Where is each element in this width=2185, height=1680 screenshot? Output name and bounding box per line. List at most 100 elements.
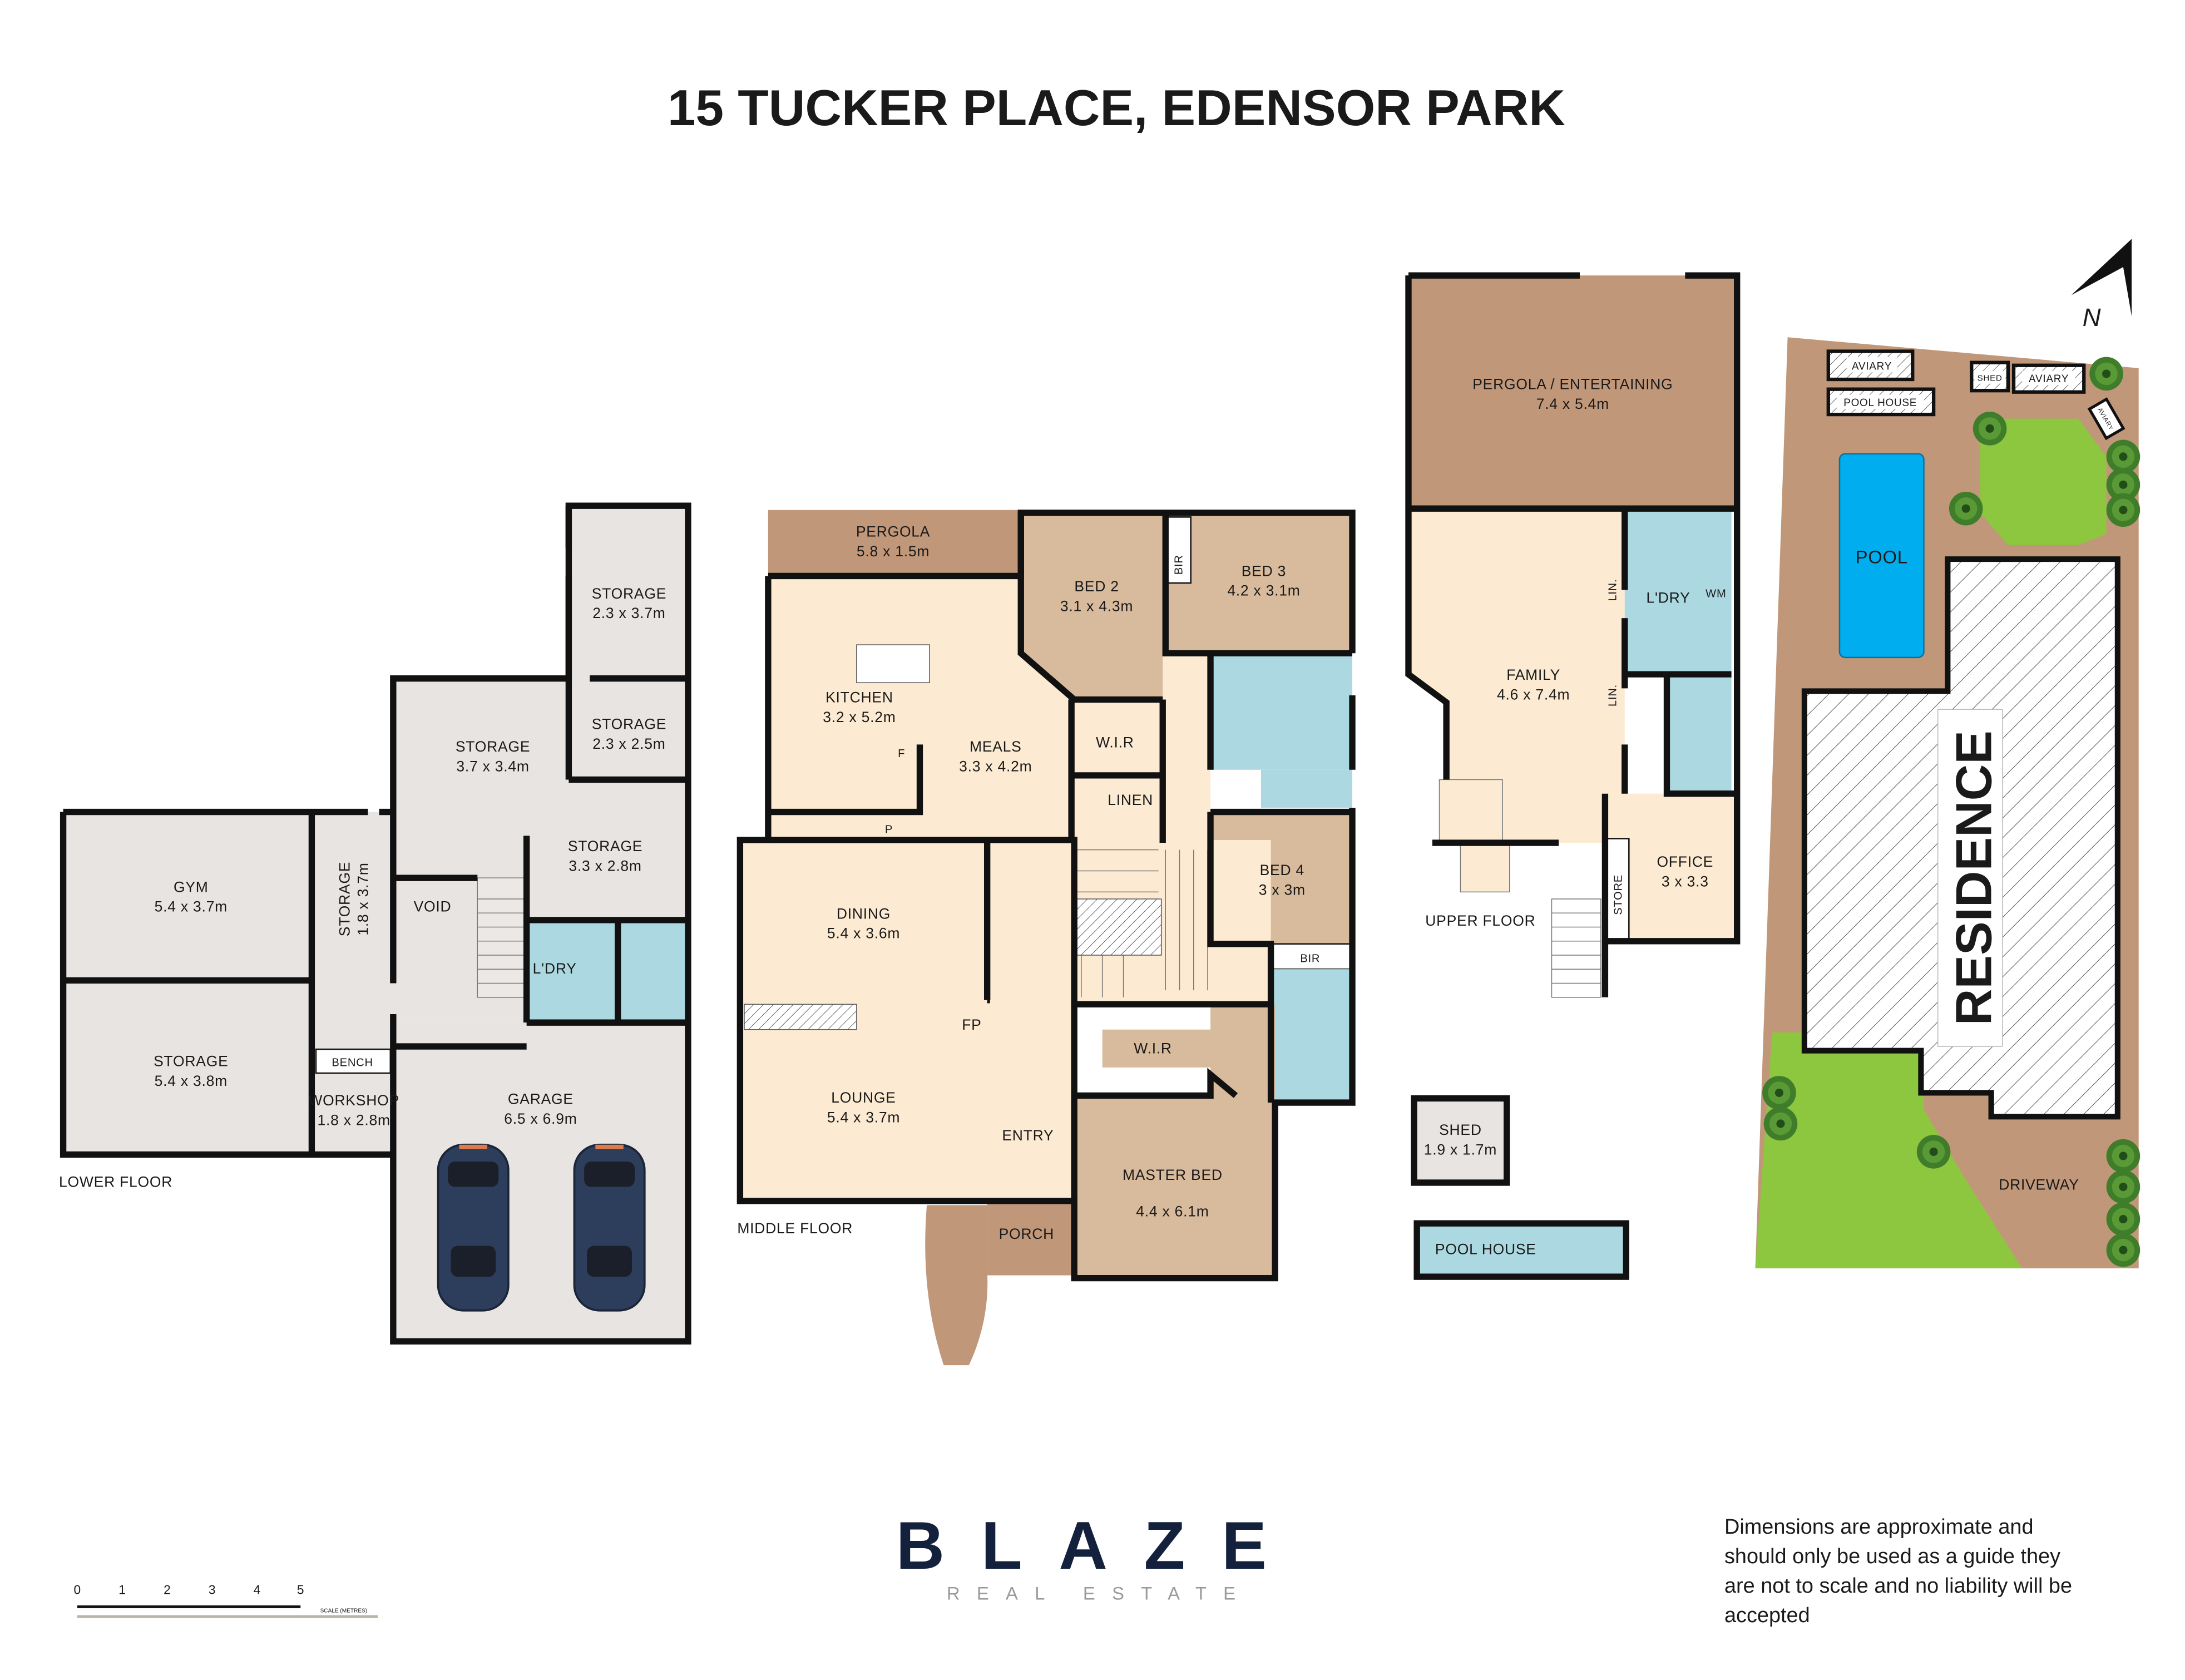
room-name: LOUNGE xyxy=(831,1089,896,1106)
room-name: STORAGE xyxy=(568,838,642,854)
room-dims: 3.3 x 2.8m xyxy=(569,858,641,874)
washing-machine-label: WM xyxy=(1706,587,1726,600)
bir-bed-4 xyxy=(1270,943,1353,970)
scale-tick: 2 xyxy=(164,1583,171,1597)
residence-label: RESIDENCE xyxy=(1946,730,2003,1025)
pool-house-plan xyxy=(1413,1220,1629,1280)
outbuildings: SHED 1.9 x 1.7m POOL HOUSE xyxy=(1411,1095,1629,1280)
room-dims: 1.8 x 3.7m xyxy=(354,862,371,935)
scale-label: SCALE (METRES) xyxy=(320,1608,368,1614)
pool-label: POOL xyxy=(1856,547,1908,567)
room-lounge xyxy=(740,1000,990,1201)
room-pergola-entertaining xyxy=(1408,275,1737,509)
room-storage-tall xyxy=(569,506,688,780)
room-name: MASTER BED xyxy=(1123,1167,1223,1183)
bir-label: BIR xyxy=(1173,555,1185,575)
middle-stairs xyxy=(1074,849,1208,997)
room-dims: 6.5 x 6.9m xyxy=(504,1110,577,1127)
room-storage-3-3 xyxy=(526,779,688,920)
disclaimer-line: Dimensions are approximate and xyxy=(1724,1515,2034,1539)
room-dims: 2.3 x 3.7m xyxy=(592,605,665,621)
room-name: BED 3 xyxy=(1242,562,1286,579)
disclaimer-line: accepted xyxy=(1724,1604,1810,1627)
scale-tick: 3 xyxy=(209,1583,216,1597)
tree-icon xyxy=(1973,412,2007,446)
room-dims: 1.9 x 1.7m xyxy=(1424,1141,1497,1158)
shed-plan xyxy=(1411,1095,1510,1186)
room-name: OFFICE xyxy=(1657,853,1713,870)
room-name: WORKSHOP xyxy=(308,1092,399,1109)
disclaimer-line: are not to scale and no liability will b… xyxy=(1724,1574,2072,1598)
disclaimer: Dimensions are approximate and should on… xyxy=(1724,1515,2072,1627)
hallway-upper xyxy=(1163,653,1211,843)
scale-tick: 5 xyxy=(297,1583,304,1597)
room-family xyxy=(1408,508,1625,843)
room-name: POOL HOUSE xyxy=(1435,1241,1536,1258)
lounge-step xyxy=(744,1004,857,1030)
room-toilet xyxy=(1260,769,1353,808)
room-porch xyxy=(987,1200,1075,1276)
floor-label-lower: LOWER FLOOR xyxy=(59,1174,172,1190)
room-dims: 5.4 x 3.7m xyxy=(155,898,228,915)
lower-interior-walls xyxy=(63,506,688,1155)
room-laundry-upper xyxy=(1624,508,1732,675)
room-name: SHED xyxy=(1439,1121,1482,1138)
room-dims: 5.4 x 3.8m xyxy=(155,1073,228,1089)
tree-icon xyxy=(1762,1076,1796,1110)
store-cupboard xyxy=(1604,838,1630,942)
room-name: BED 2 xyxy=(1074,578,1119,595)
tree-icon xyxy=(1763,1106,1798,1141)
room-bathroom-upper xyxy=(1667,674,1732,794)
entry-stairs xyxy=(925,1205,988,1366)
room-dims: 3 x 3.3 xyxy=(1662,873,1709,890)
laundry-label: L'DRY xyxy=(533,960,577,977)
room-storage-corridor xyxy=(312,812,393,1155)
scale-tick: 4 xyxy=(254,1583,261,1597)
room-name: BED 4 xyxy=(1260,862,1304,878)
room-name: STORAGE xyxy=(456,738,530,755)
room-dims: 3.7 x 3.4m xyxy=(456,758,529,774)
linen-label: LINEN xyxy=(1108,792,1153,808)
aviary-label: AVIARY xyxy=(2029,373,2069,385)
master-wir-inner xyxy=(1102,1029,1211,1068)
tree-icon xyxy=(2106,1170,2140,1204)
wir-label: W.I.R xyxy=(1134,1040,1172,1057)
site-plan: POOL RESIDENCE DRIVEWAY AVIARY POOL HOUS… xyxy=(1755,239,2140,1268)
kitchen-island xyxy=(856,644,930,684)
fireplace-label: FP xyxy=(962,1016,981,1033)
room-name: STORAGE xyxy=(592,585,666,602)
room-name: PERGOLA / ENTERTAINING xyxy=(1472,376,1673,393)
room-gym xyxy=(63,812,312,981)
bench-label: BENCH xyxy=(332,1056,373,1069)
room-storage-lower xyxy=(63,980,312,1155)
room-bathroom-lower xyxy=(617,920,688,1023)
aviary-label: AVIARY xyxy=(1852,360,1892,372)
tree-icon xyxy=(2089,357,2123,391)
room-dims: 3.2 x 5.2m xyxy=(823,709,896,725)
page-title: 15 TUCKER PLACE, EDENSOR PARK xyxy=(668,80,1565,136)
upper-walls xyxy=(1405,272,1741,997)
room-dims: 4.4 x 6.1m xyxy=(1136,1203,1209,1220)
porch-label: PORCH xyxy=(999,1226,1055,1242)
tree-icon xyxy=(1916,1135,1951,1169)
room-pergola-middle xyxy=(768,510,1021,576)
room-bed-3 xyxy=(1165,512,1353,654)
tree-icon xyxy=(2106,1139,2140,1173)
pool-house-label: POOL HOUSE xyxy=(1843,397,1917,409)
entry-label: ENTRY xyxy=(1002,1127,1054,1144)
room-entry xyxy=(987,840,1075,1201)
room-ensuite xyxy=(1271,969,1353,1103)
north-arrow-icon: N xyxy=(2071,239,2132,332)
room-dims: 5.4 x 3.7m xyxy=(827,1109,900,1125)
tree-icon xyxy=(2106,1202,2140,1236)
shed-label: SHED xyxy=(1978,374,2003,383)
void-label: VOID xyxy=(414,898,452,915)
tree-icon xyxy=(2106,493,2140,527)
lower-exterior-walls xyxy=(60,502,691,1345)
wir-label: W.I.R xyxy=(1096,734,1134,750)
room-bathroom xyxy=(1210,653,1353,770)
room-name: PERGOLA xyxy=(856,523,930,540)
pantry-label: P xyxy=(885,823,893,836)
room-laundry-lower xyxy=(526,920,618,1023)
room-name: STORAGE xyxy=(154,1053,228,1069)
